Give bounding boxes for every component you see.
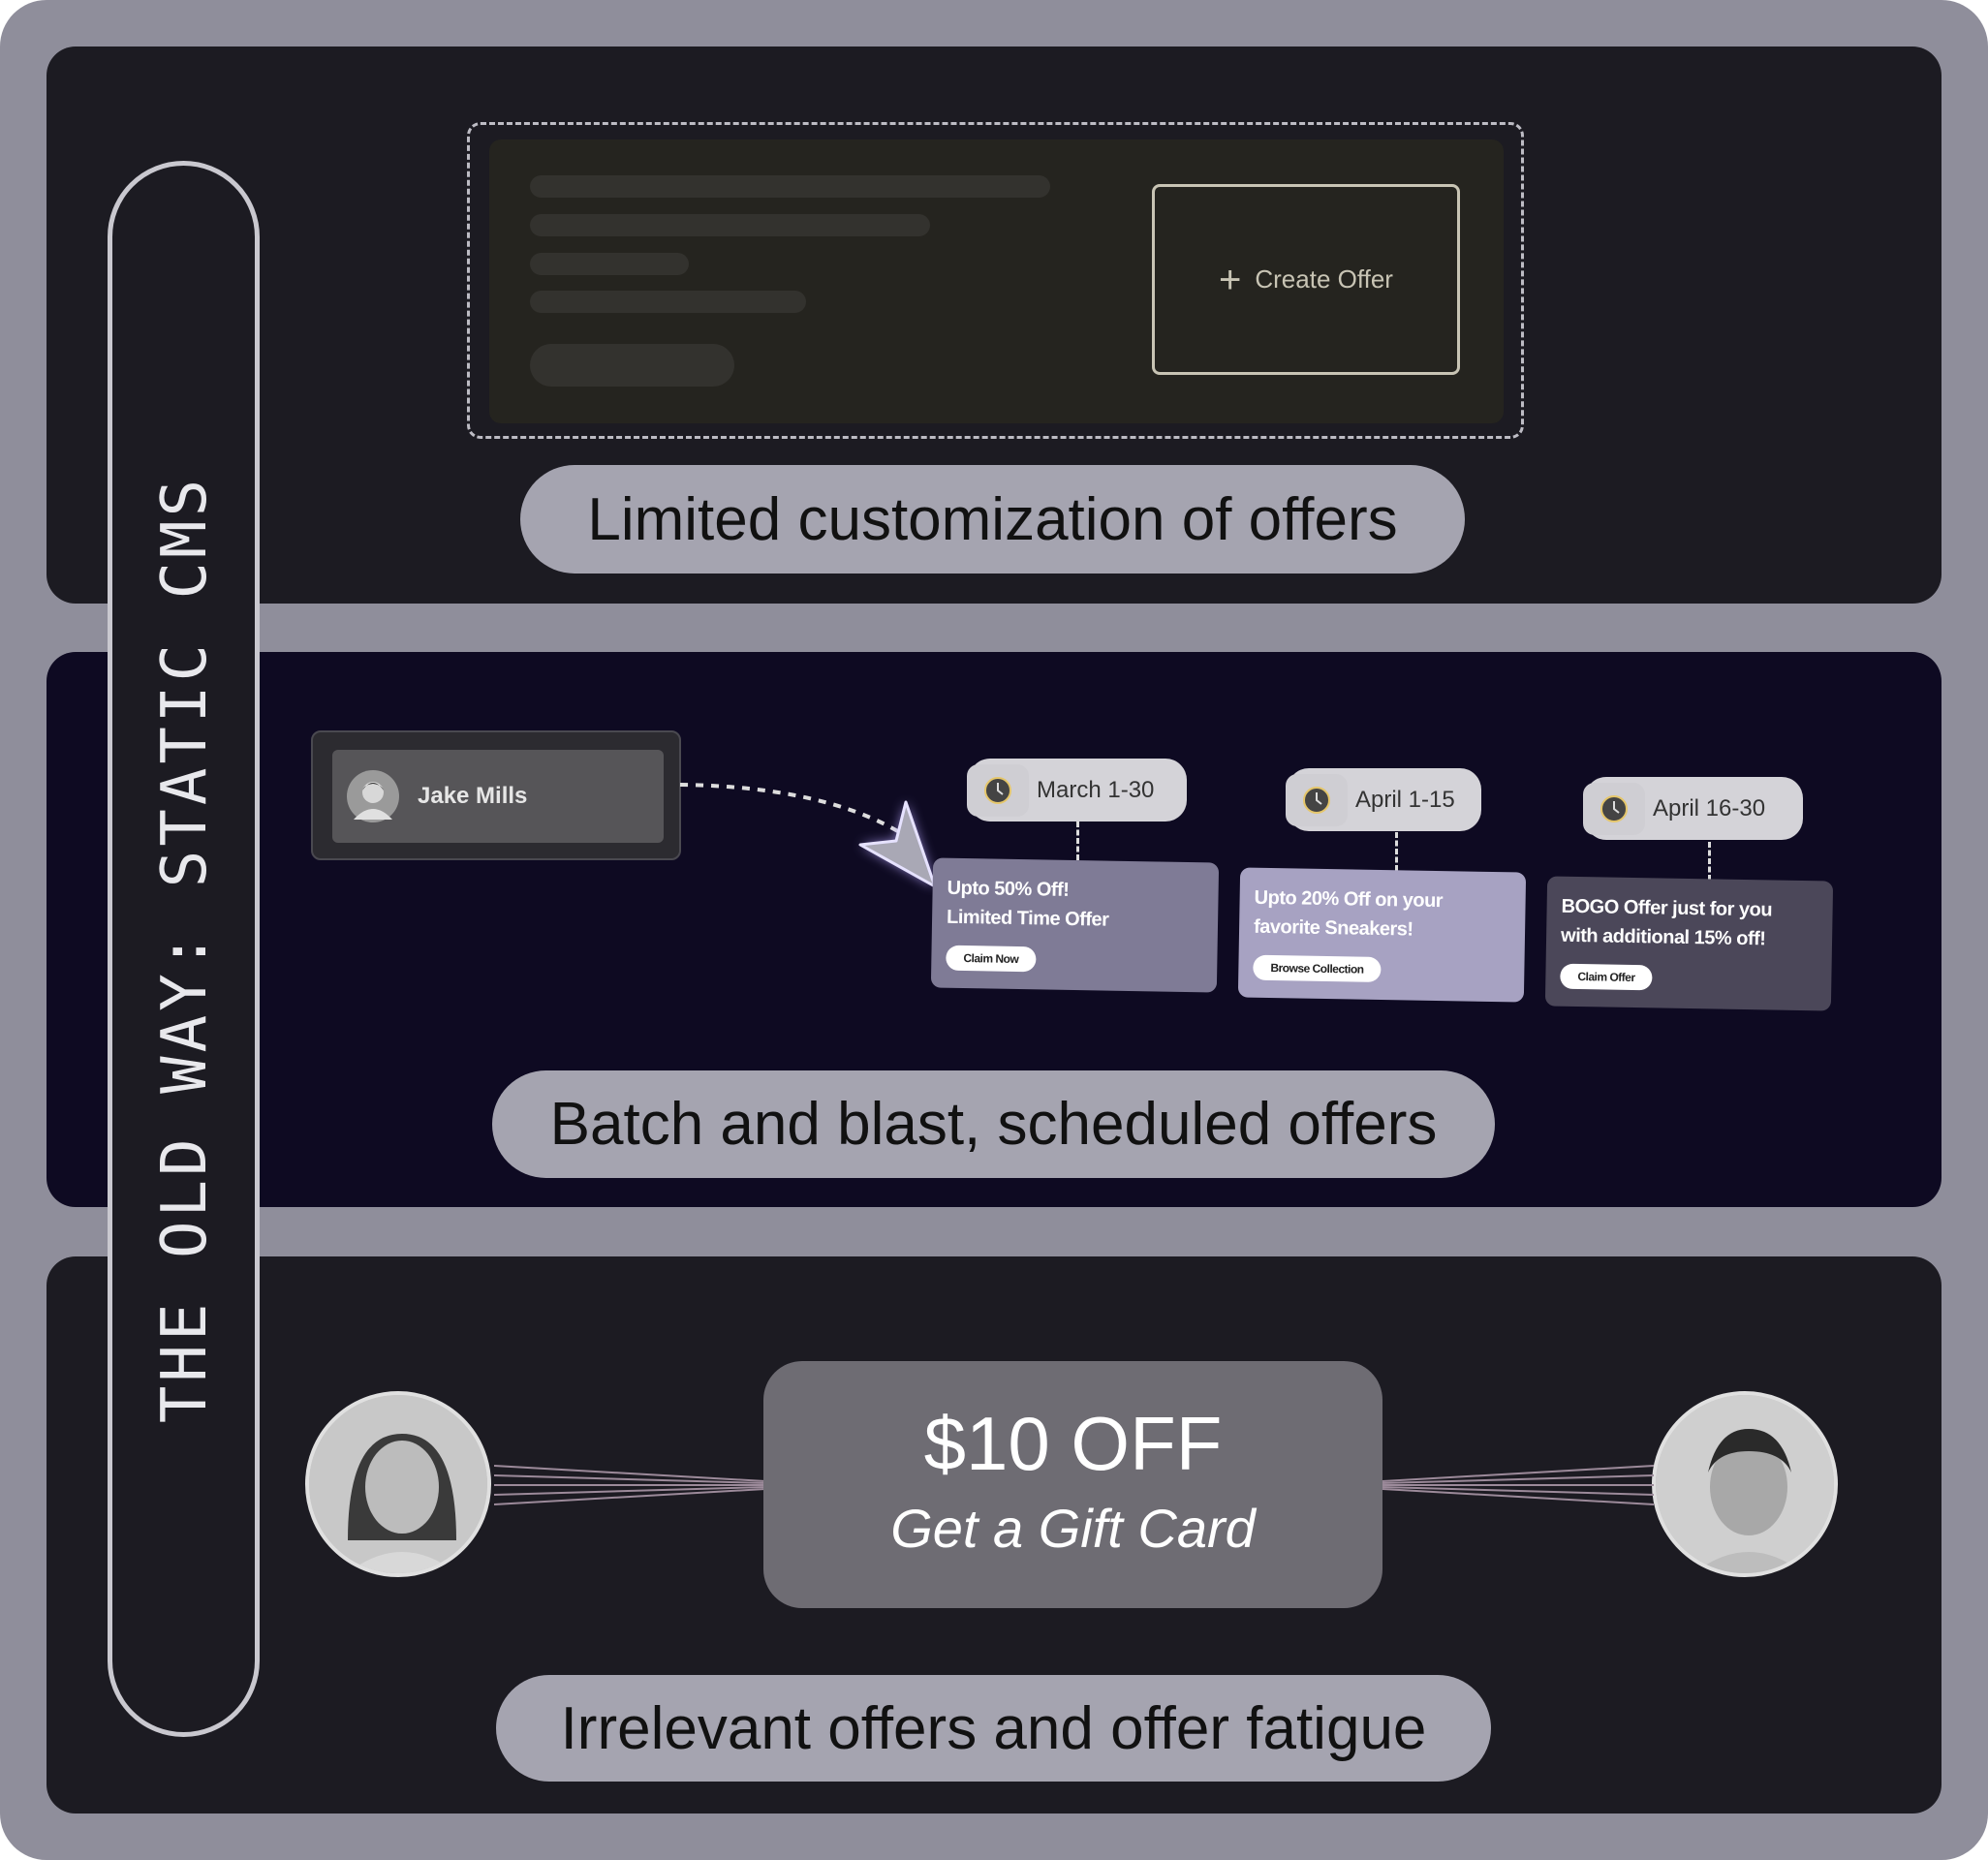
skeleton-line: [530, 291, 806, 313]
customer-avatar-woman: [305, 1391, 491, 1577]
connector-dashed-line: [679, 783, 903, 835]
side-label: THE OLD WAY: STATIC CMS: [149, 475, 221, 1424]
connector: [1395, 832, 1398, 871]
offer-line: favorite Sneakers!: [1253, 915, 1413, 941]
claim-offer-button[interactable]: Claim Offer: [1560, 963, 1653, 991]
date-label: April 16-30: [1653, 794, 1766, 822]
offer-line: BOGO Offer just for you: [1561, 895, 1773, 921]
offer-card-2: Upto 20% Off on your favorite Sneakers! …: [1237, 867, 1527, 1003]
connector: [1076, 822, 1079, 860]
connector: [1708, 842, 1711, 881]
skeleton-button: [530, 344, 734, 387]
browse-collection-button[interactable]: Browse Collection: [1253, 954, 1382, 982]
offer-line: Upto 20% Off on your: [1254, 886, 1444, 913]
create-offer-button[interactable]: + Create Offer: [1152, 184, 1460, 375]
offer-subtitle: Get a Gift Card: [890, 1498, 1256, 1559]
signal-lines-left: [494, 1465, 765, 1505]
offer-card-3: BOGO Offer just for you with additional …: [1544, 876, 1834, 1011]
caption-batch-blast: Batch and blast, scheduled offers: [492, 1070, 1495, 1178]
offer-card-1: Upto 50% Off! Limited Time Offer Claim N…: [930, 857, 1220, 993]
gift-card-offer: $10 OFF Get a Gift Card: [763, 1361, 1382, 1608]
date-pill-3: April 16-30: [1583, 777, 1803, 840]
clock-icon: [1286, 774, 1348, 826]
offer-title: $10 OFF: [923, 1401, 1223, 1486]
offer-editor-frame: [467, 122, 1524, 439]
offer-line: with additional 15% off!: [1560, 924, 1766, 950]
skeleton-line: [530, 214, 930, 236]
signal-lines-right: [1382, 1465, 1654, 1505]
clock-icon: [1583, 783, 1645, 835]
claim-now-button[interactable]: Claim Now: [946, 945, 1037, 973]
skeleton-line: [530, 253, 689, 275]
cursor-arrow-icon: [858, 800, 937, 888]
offer-line: Limited Time Offer: [946, 906, 1109, 931]
plus-icon: +: [1219, 258, 1242, 301]
date-label: April 1-15: [1355, 786, 1455, 813]
user-card: Jake Mills: [311, 730, 681, 860]
customer-avatar-man: [1652, 1391, 1838, 1577]
skeleton-line: [530, 175, 1050, 198]
side-label-pill: [108, 161, 260, 1737]
user-name: Jake Mills: [418, 783, 528, 809]
create-offer-label: Create Offer: [1255, 264, 1393, 294]
user-avatar: [347, 770, 399, 822]
date-pill-2: April 1-15: [1286, 768, 1481, 831]
offer-line: Upto 50% Off!: [947, 877, 1070, 901]
clock-icon: [967, 764, 1029, 817]
date-label: March 1-30: [1037, 776, 1155, 803]
caption-irrelevant-offers: Irrelevant offers and offer fatigue: [496, 1675, 1491, 1782]
caption-limited-customization: Limited customization of offers: [520, 465, 1465, 574]
date-pill-1: March 1-30: [967, 759, 1187, 822]
